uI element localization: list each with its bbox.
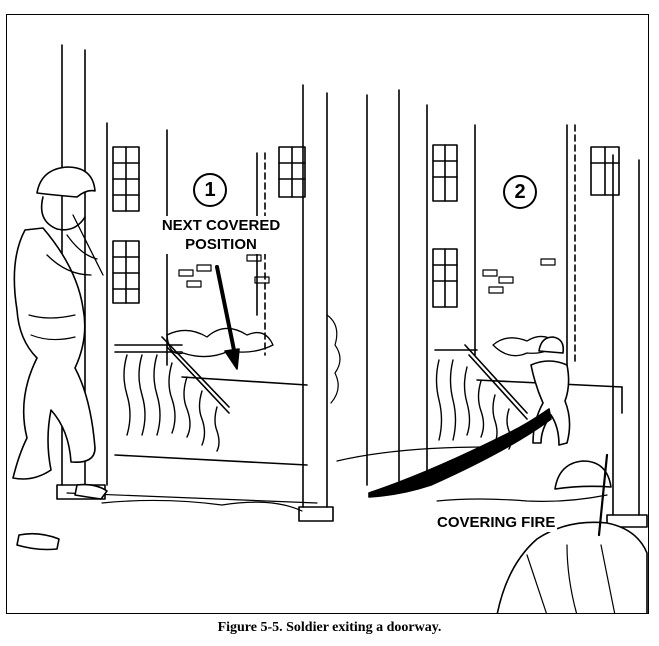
figure-illustration: 1 2 NEXT COVERED POSITION COVERING FIRE [6,14,649,614]
panel-1-number-badge: 1 [193,173,227,207]
figure-caption: Figure 5-5. Soldier exiting a doorway. [217,620,442,635]
panel-1-soldier [12,166,108,551]
covering-fire-soldier [496,453,648,613]
panel-1-building [56,44,400,522]
illustration-drawing [12,44,648,613]
next-covered-position-label: NEXT COVERED POSITION [145,216,297,254]
covering-fire-label: COVERING FIRE [435,513,558,532]
next-position-arrow [215,265,240,370]
panel-2-number-badge: 2 [503,175,537,209]
panel-2-building [426,104,648,528]
smoke-trail [368,408,552,498]
next-covered-line-1: NEXT COVERED [161,217,281,234]
next-covered-line-2: POSITION [185,236,257,253]
